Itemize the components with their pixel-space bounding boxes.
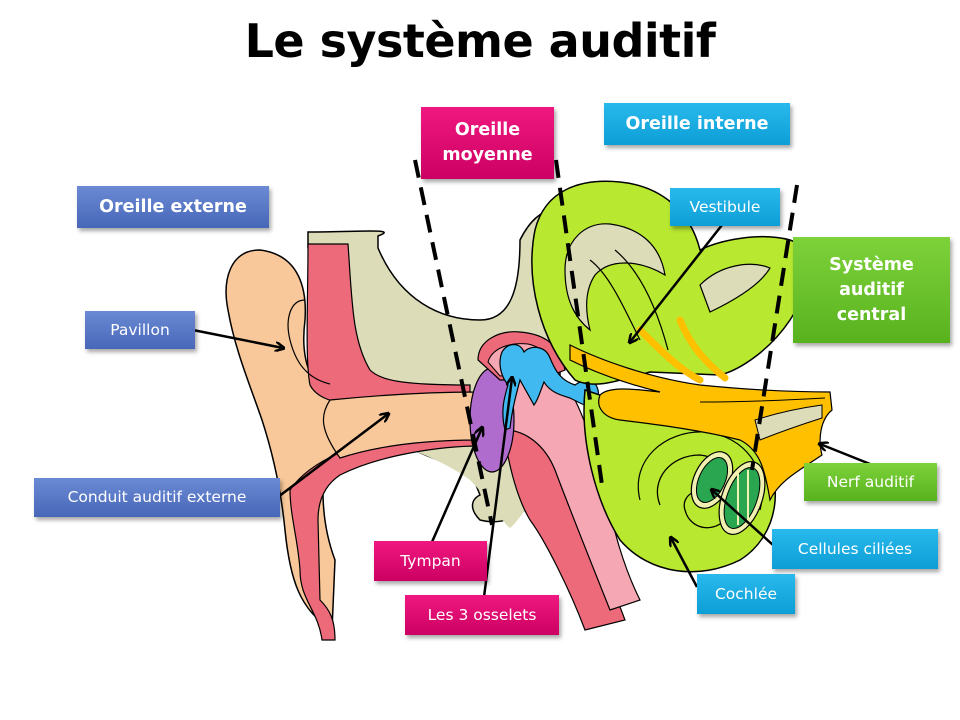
auditory-nerve (569, 344, 833, 502)
label-systeme-auditif-central: Système auditif central (793, 237, 950, 343)
helix-curve (287, 299, 331, 385)
arrow-conduit (277, 414, 388, 498)
label-pavillon: Pavillon (85, 311, 195, 349)
label-cochlee: Cochlée (697, 574, 795, 614)
arrow-tympan (430, 428, 482, 543)
arrow-nerf (820, 444, 871, 466)
outer-middle-boundary (413, 159, 494, 526)
arrow-cellules (712, 490, 774, 546)
label-tympan: Tympan (374, 541, 487, 581)
ossicles (499, 343, 599, 431)
label-oreille-moyenne: Oreille moyenne (421, 107, 554, 179)
inner-central-boundary (750, 184, 799, 471)
arrow-cochlee (671, 538, 699, 588)
label-vestibule: Vestibule (670, 188, 780, 226)
arrow-osselets (482, 378, 512, 598)
page-title: Le système auditif (244, 14, 716, 68)
label-oreille-interne: Oreille interne (604, 103, 790, 145)
label-les-3-osselets: Les 3 osselets (405, 595, 559, 635)
arrow-vestibule (630, 224, 723, 342)
label-conduit-auditif-externe: Conduit auditif externe (34, 478, 280, 517)
label-oreille-externe: Oreille externe (77, 186, 269, 228)
arrow-pavillon (192, 328, 283, 348)
label-nerf-auditif: Nerf auditif (804, 463, 937, 501)
label-cellules-ciliees: Cellules ciliées (772, 529, 938, 569)
ear-canal (322, 391, 479, 459)
